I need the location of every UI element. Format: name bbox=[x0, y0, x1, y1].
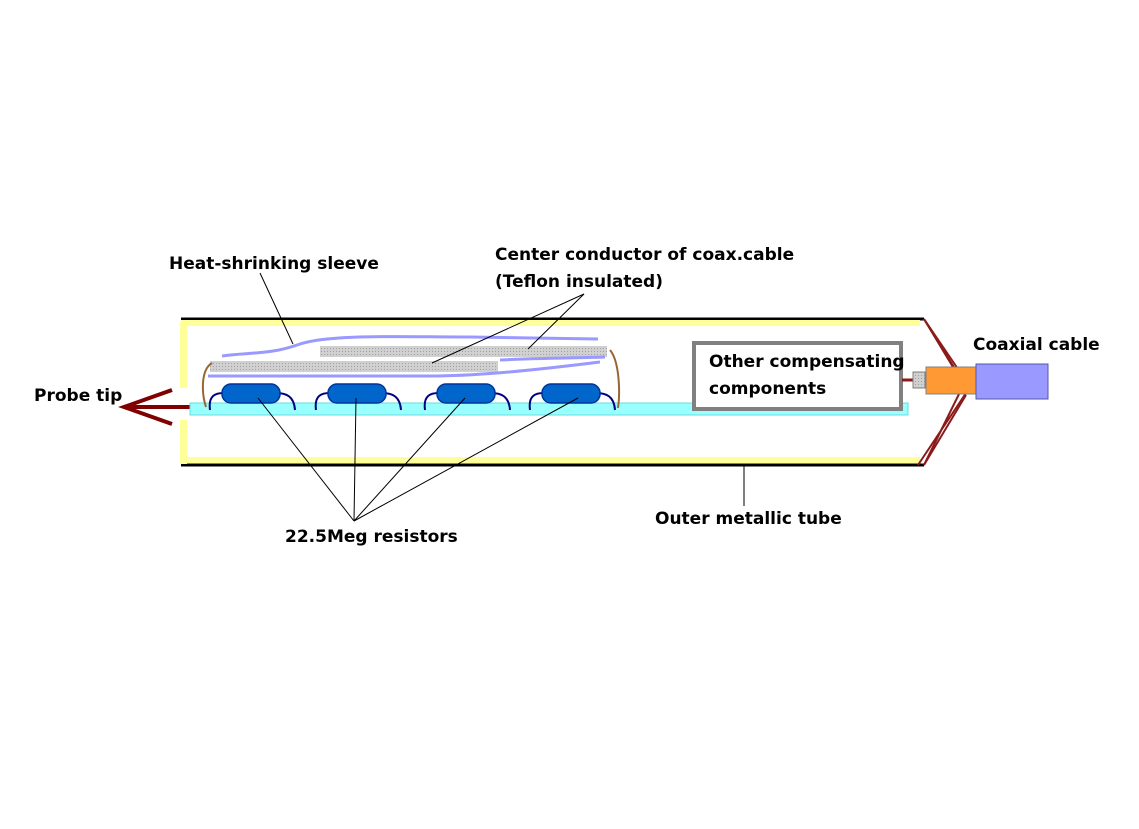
probe-tip-head bbox=[118, 388, 173, 426]
leader-conductor-1 bbox=[431, 293, 585, 364]
leader-resistor-3 bbox=[353, 397, 466, 522]
label-resistors: 22.5Meg resistors bbox=[285, 527, 458, 547]
compensation-box bbox=[692, 341, 903, 411]
label-probe-tip: Probe tip bbox=[34, 386, 122, 406]
label-center-conductor-line1: Center conductor of coax.cable bbox=[495, 245, 794, 265]
resistor-icon bbox=[541, 383, 601, 404]
leader-conductor-2 bbox=[527, 293, 585, 350]
resistor-group bbox=[208, 383, 616, 411]
cable-connector bbox=[925, 366, 977, 395]
sleeve-top-line bbox=[221, 335, 599, 358]
label-other-components-line2: components bbox=[709, 379, 826, 399]
resistor-2 bbox=[314, 383, 402, 411]
heat-shrinking-sleeve bbox=[208, 335, 606, 378]
leader-lines bbox=[257, 272, 745, 522]
leader-resistor-1 bbox=[257, 397, 355, 522]
center-conductor-lower bbox=[210, 361, 498, 372]
tube-left-lining-lower bbox=[180, 420, 187, 464]
leader-sleeve bbox=[259, 272, 294, 345]
left-end-lead bbox=[201, 362, 213, 408]
sleeve-tail bbox=[499, 355, 606, 362]
resistor-icon bbox=[327, 383, 387, 404]
label-coaxial-cable: Coaxial cable bbox=[973, 335, 1100, 355]
resistor-1 bbox=[208, 383, 296, 411]
center-conductor-upper bbox=[320, 346, 607, 357]
center-conductor bbox=[210, 346, 607, 372]
label-other-components-line1: Other compensating bbox=[709, 352, 905, 372]
leader-resistor-4 bbox=[353, 397, 579, 522]
leader-resistor-2 bbox=[353, 397, 357, 522]
shield-wires bbox=[917, 318, 969, 466]
outer-metallic-tube bbox=[180, 317, 924, 467]
resistor-icon bbox=[436, 383, 496, 404]
label-outer-tube: Outer metallic tube bbox=[655, 509, 842, 529]
coaxial-cable-body bbox=[975, 363, 1049, 400]
label-center-conductor-line2: (Teflon insulated) bbox=[495, 272, 663, 292]
right-end-lead bbox=[609, 349, 620, 409]
resistor-4 bbox=[528, 383, 616, 411]
resistor-3 bbox=[423, 383, 511, 411]
resistor-icon bbox=[221, 383, 281, 404]
sleeve-bottom-line bbox=[208, 360, 601, 378]
label-heat-shrinking-sleeve: Heat-shrinking sleeve bbox=[169, 254, 379, 274]
cable-center-pin bbox=[912, 371, 926, 389]
tube-left-lining-upper bbox=[180, 322, 187, 388]
